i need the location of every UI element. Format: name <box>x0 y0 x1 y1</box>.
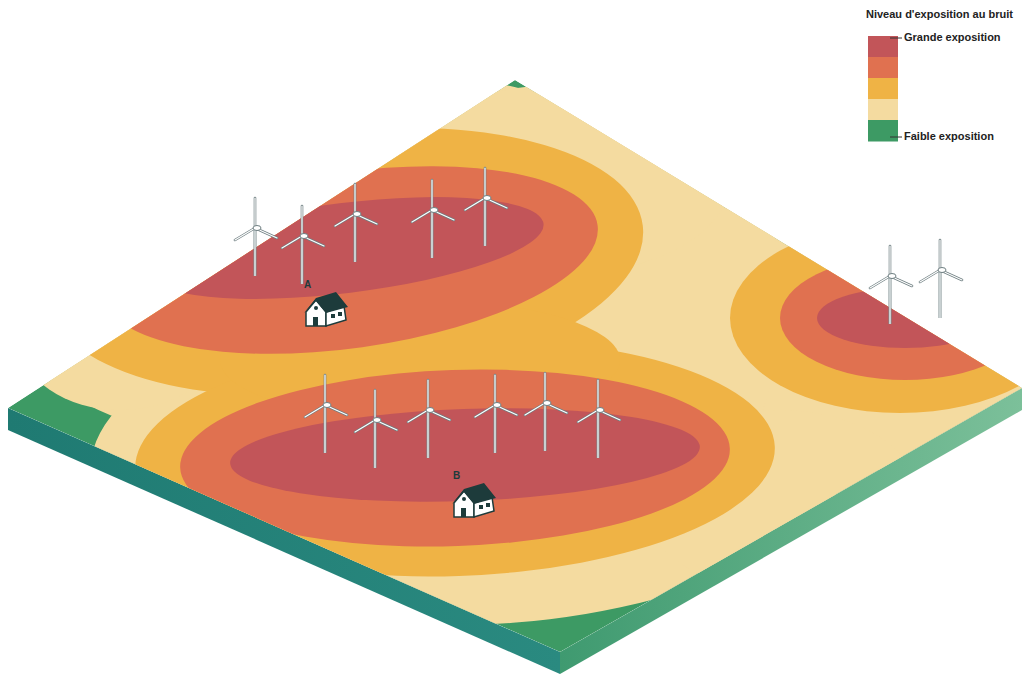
wind-turbine <box>282 206 324 284</box>
wind-turbine <box>355 390 397 468</box>
legend-swatch <box>868 36 898 58</box>
high-zone <box>90 138 1024 555</box>
wind-turbine <box>335 184 377 262</box>
wind-turbine <box>525 373 567 451</box>
wind-turbine <box>412 180 454 258</box>
legend-label: Grande exposition <box>904 31 1001 43</box>
legend-swatch <box>868 57 898 79</box>
legend-label: Faible exposition <box>904 130 994 142</box>
wind-turbine <box>578 380 620 458</box>
legend-swatch <box>868 120 898 142</box>
pale-zone <box>0 40 1024 638</box>
legend-title: Niveau d'exposition au bruit <box>866 8 1013 20</box>
medium-zone <box>31 96 1024 587</box>
wind-turbine <box>305 375 347 453</box>
very-high-zone <box>141 179 993 509</box>
house-label: B <box>453 470 460 481</box>
wind-turbine <box>465 168 507 246</box>
house-icon <box>452 483 496 517</box>
legend-tick <box>890 137 902 138</box>
legend-tick <box>890 38 902 39</box>
wind-turbine <box>870 246 912 324</box>
legend-bar <box>868 36 902 142</box>
legend-swatch <box>868 99 898 121</box>
house-label: A <box>304 279 311 290</box>
wind-turbine <box>475 375 517 453</box>
wind-turbine <box>235 198 277 276</box>
wind-turbine <box>920 240 962 318</box>
wind-turbines <box>235 168 962 468</box>
wind-turbine <box>408 380 450 458</box>
houses <box>304 292 496 517</box>
legend-swatch <box>868 78 898 100</box>
house-icon <box>304 292 348 326</box>
